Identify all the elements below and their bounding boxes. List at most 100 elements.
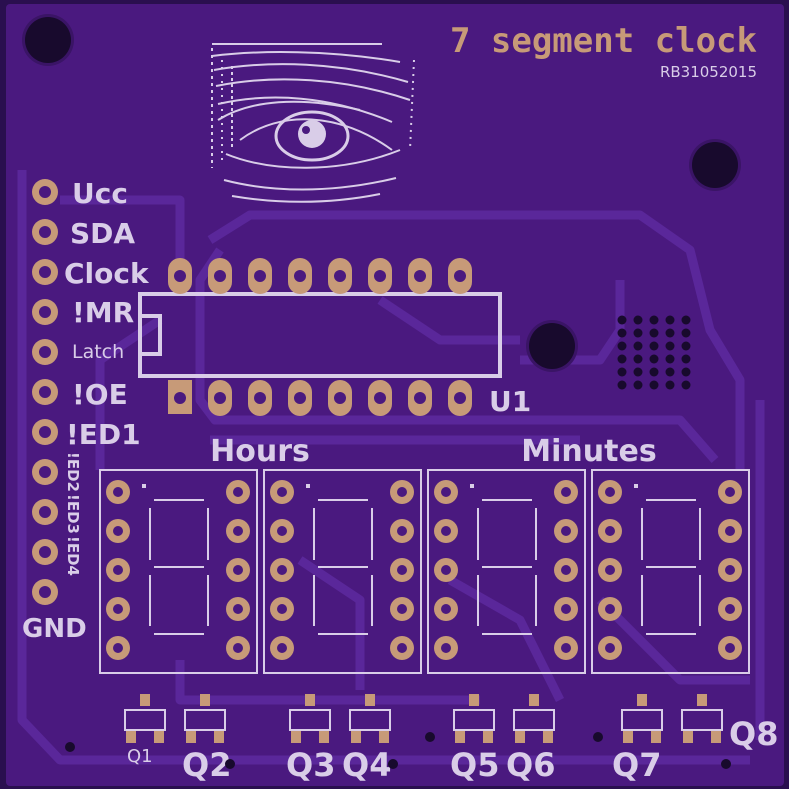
digit-pin (226, 480, 250, 504)
ic-notch (138, 314, 162, 356)
seven-segment-digit (99, 469, 258, 674)
ic-pin (288, 380, 312, 416)
pin-label-ed1: !ED1 (66, 418, 141, 451)
transistor-label-q2: Q2 (182, 746, 231, 784)
transistor-label-q5: Q5 (450, 746, 499, 784)
ic-pin (448, 380, 472, 416)
digit-pin (226, 558, 250, 582)
thermal-via (633, 380, 643, 390)
ic-pin (208, 380, 232, 416)
pin-header-labels: Ucc SDA Clock !MR Latch !OE !ED1 !ED2 !E… (22, 177, 150, 644)
digit-segments (634, 484, 701, 635)
ic-pin (328, 258, 352, 294)
thermal-via (617, 380, 627, 390)
hours-label: Hours (210, 434, 310, 469)
digit-pin (434, 519, 458, 543)
ic-pin (408, 258, 432, 294)
digit-pin (106, 597, 130, 621)
transistor-label-q3: Q3 (286, 746, 335, 784)
thermal-via (633, 354, 643, 364)
digit-pin (554, 519, 578, 543)
seven-segment-digit (591, 469, 750, 674)
digit-pin (598, 519, 622, 543)
digit-pin (390, 480, 414, 504)
ic-pin (248, 258, 272, 294)
thermal-via (649, 367, 659, 377)
digit-segments (306, 484, 373, 635)
digit-pin (270, 636, 294, 660)
transistor-label-q4: Q4 (342, 746, 391, 784)
digit-pin (434, 558, 458, 582)
pin-label-ed3: !ED3 (64, 494, 82, 534)
digit-pin (718, 558, 742, 582)
board-revision: RB31052015 (660, 63, 757, 81)
digit-pin (106, 636, 130, 660)
header-pin (32, 339, 58, 365)
transistor-label-q6: Q6 (506, 746, 555, 784)
digit-pin (390, 636, 414, 660)
transistor-label-q8: Q8 (729, 715, 778, 753)
digit-pin (718, 519, 742, 543)
digit-pin (598, 597, 622, 621)
thermal-via (633, 328, 643, 338)
ic-pins (168, 258, 472, 416)
transistor-footprint (349, 694, 391, 743)
digit-pin (106, 480, 130, 504)
thermal-via (665, 315, 675, 325)
digit-pin (270, 519, 294, 543)
transistor-footprint (184, 694, 226, 743)
thermal-via (617, 341, 627, 351)
ic-pin (368, 380, 392, 416)
pin-label-mr: !MR (72, 296, 134, 329)
transistor-labels: Q1 Q2 Q3 Q4 Q5 Q6 Q7 Q8 (127, 715, 778, 784)
ic-ref-label: U1 (489, 385, 531, 418)
ic-pin (288, 258, 312, 294)
pin-label-clock: Clock (64, 257, 150, 290)
thermal-via (649, 354, 659, 364)
small-vias (65, 732, 731, 769)
pin-label-ed2: !ED2 (64, 452, 82, 492)
transistor-footprint (289, 694, 331, 743)
thermal-via (681, 367, 691, 377)
digit-pin (106, 519, 130, 543)
pin-label-gnd: GND (22, 614, 87, 644)
thermal-via (681, 328, 691, 338)
digit-pin (718, 480, 742, 504)
digit-pin (554, 636, 578, 660)
digit-pin (226, 636, 250, 660)
thermal-via (617, 354, 627, 364)
thermal-via (665, 367, 675, 377)
thermal-via (649, 328, 659, 338)
thermal-via (649, 341, 659, 351)
thermal-via (617, 367, 627, 377)
mounting-holes (22, 14, 741, 372)
thermal-via (633, 367, 643, 377)
thermal-via (665, 328, 675, 338)
ic-pin (368, 258, 392, 294)
header-pin (32, 419, 58, 445)
digit-pin (598, 636, 622, 660)
digit-pin (226, 597, 250, 621)
thermal-via (665, 354, 675, 364)
digit-pin (270, 597, 294, 621)
pin-label-sda: SDA (70, 217, 135, 250)
header-pin (32, 379, 58, 405)
digit-pin (390, 597, 414, 621)
pin-label-ed4: !ED4 (64, 536, 82, 576)
digit-pin (434, 597, 458, 621)
digit-pin (554, 480, 578, 504)
ic-pin (168, 258, 192, 294)
thermal-via (617, 328, 627, 338)
header-pin (32, 259, 58, 285)
digit-pin (598, 480, 622, 504)
digit-pin (434, 636, 458, 660)
digit-pin (554, 597, 578, 621)
transistor-footprint (453, 694, 495, 743)
thermal-via (681, 380, 691, 390)
digit-outline (263, 469, 422, 674)
header-pin (32, 459, 58, 485)
header-pin (32, 219, 58, 245)
thermal-via (649, 315, 659, 325)
ic-pin (328, 380, 352, 416)
thermal-via-array (617, 315, 691, 390)
